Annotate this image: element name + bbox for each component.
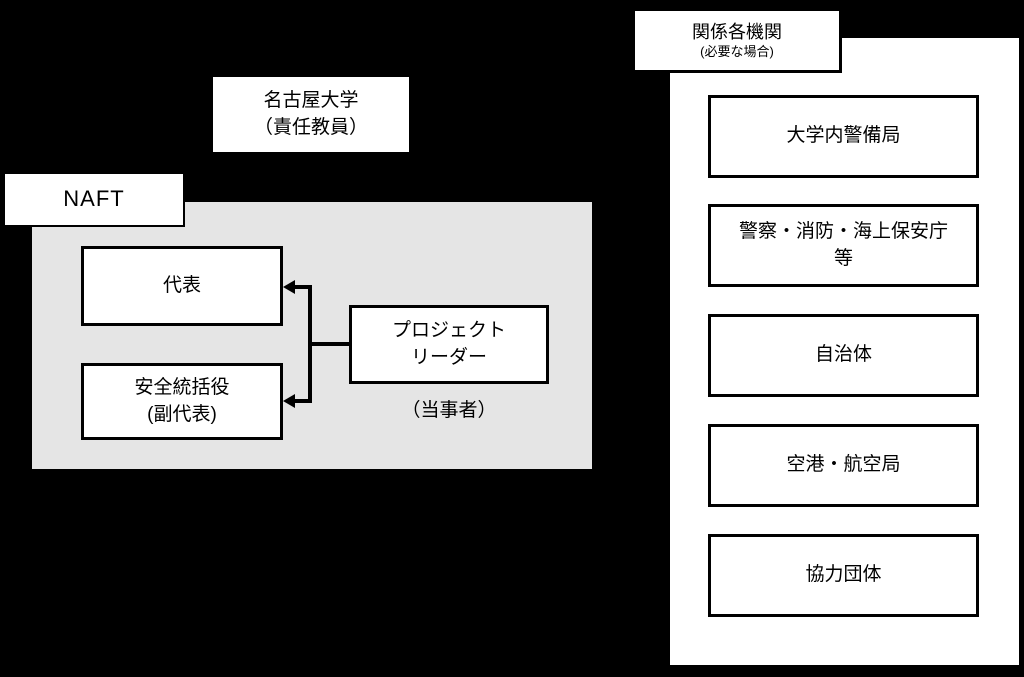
party-caption: （当事者）: [401, 400, 497, 421]
org-box-campus-security: 大学内警備局: [708, 95, 979, 178]
representative-label: 代表: [162, 274, 201, 296]
org-label: 大学内警備局: [786, 125, 901, 147]
org-box-airport-aviation: 空港・航空局: [708, 424, 979, 507]
org-label: 協力団体: [805, 564, 882, 586]
org-box-municipality: 自治体: [708, 314, 979, 397]
connector-to-representative-line: [294, 285, 310, 289]
related-orgs-title: 関係各機関: [692, 22, 782, 43]
connector-to-safety-officer-line: [294, 399, 310, 403]
project-leader-label: プロジェクト リーダー: [391, 320, 506, 368]
org-box-partner-groups: 協力団体: [708, 534, 979, 617]
connector-vertical-line: [308, 285, 312, 403]
nagoya-university-label: 名古屋大学 （責任教員）: [253, 90, 368, 138]
arrow-left-icon: [283, 280, 295, 294]
project-leader-box: プロジェクト リーダー: [349, 305, 549, 384]
safety-officer-label: 安全統括役 (副代表): [134, 377, 230, 425]
org-box-police-fire-coastguard: 警察・消防・海上保安庁 等: [708, 204, 979, 287]
related-orgs-subtitle: (必要な場合): [700, 43, 774, 59]
org-label: 自治体: [814, 344, 872, 366]
safety-officer-box: 安全統括役 (副代表): [81, 363, 283, 440]
org-label: 空港・航空局: [786, 454, 901, 476]
naft-label: NAFT: [63, 186, 125, 212]
connector-project-leader-line: [310, 342, 349, 346]
related-orgs-header-box: 関係各機関 (必要な場合): [632, 8, 842, 73]
arrow-left-icon: [283, 394, 295, 408]
representative-box: 代表: [81, 246, 283, 326]
nagoya-university-box: 名古屋大学 （責任教員）: [213, 77, 409, 152]
org-label: 警察・消防・海上保安庁 等: [738, 221, 948, 269]
naft-label-box: NAFT: [3, 172, 185, 227]
